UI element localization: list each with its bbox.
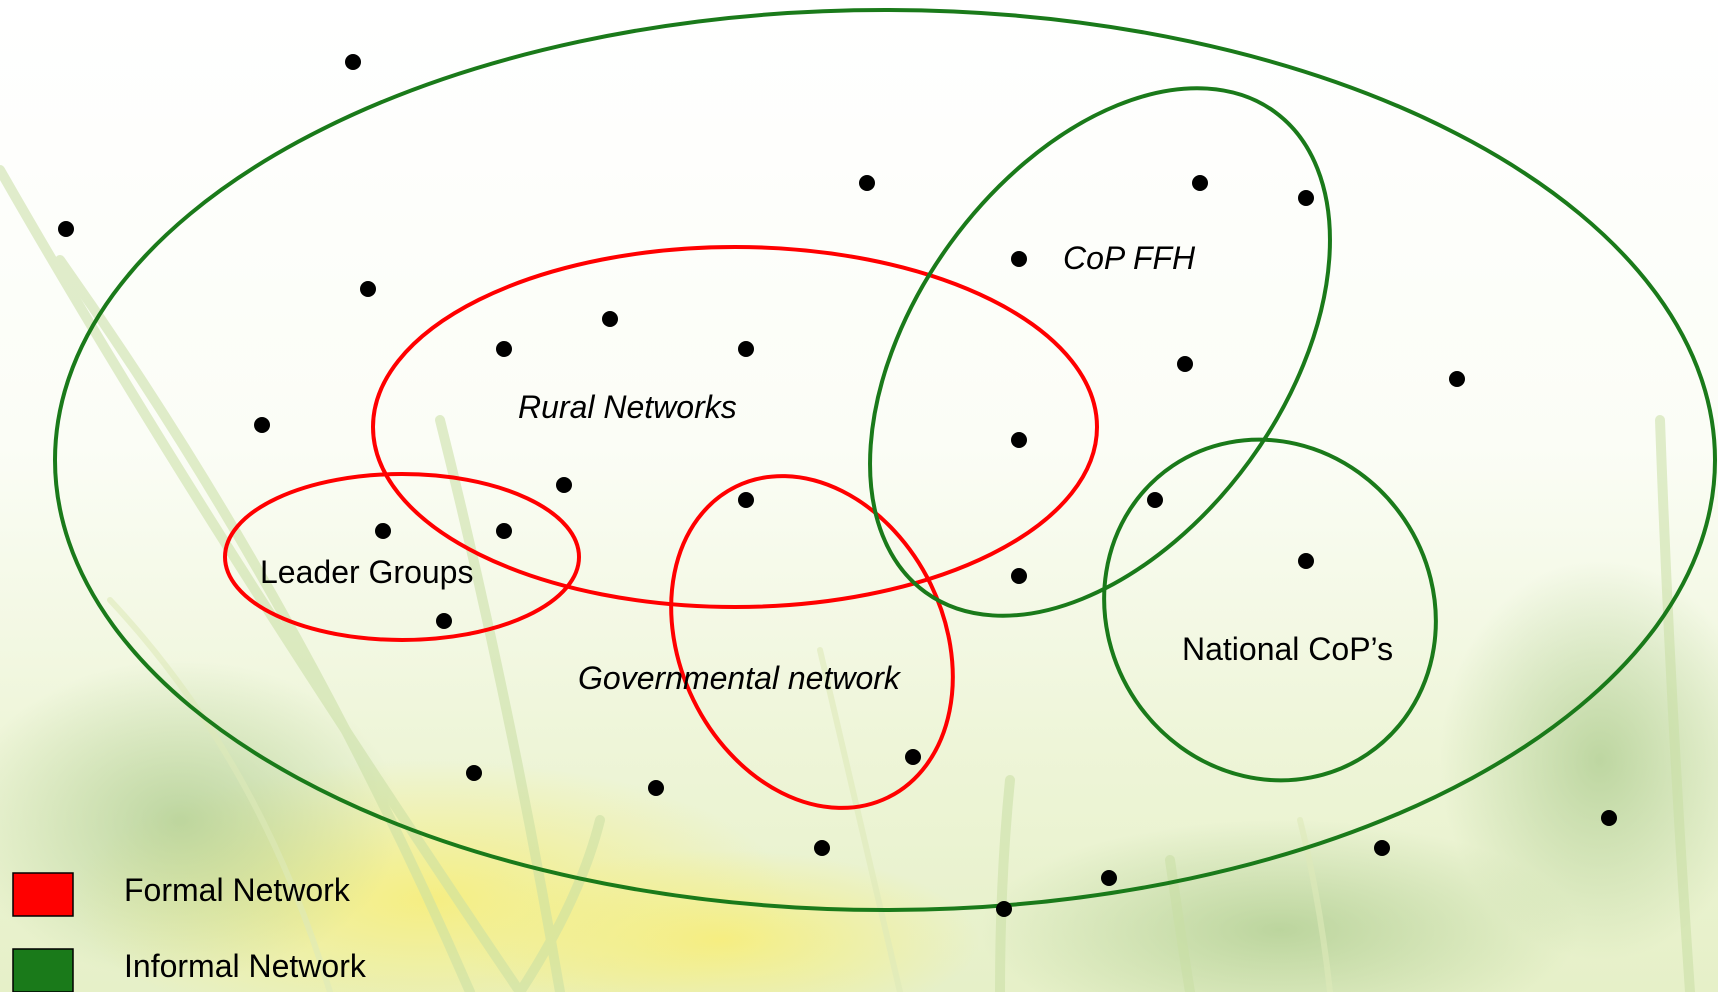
network-node (1601, 810, 1617, 826)
leader-groups-label: Leader Groups (260, 554, 473, 590)
network-node (1298, 553, 1314, 569)
national-cops-ellipse (1102, 437, 1438, 783)
national-cops-label: National CoP’s (1182, 631, 1393, 667)
network-node (738, 341, 754, 357)
network-node (1449, 371, 1465, 387)
network-node (905, 749, 921, 765)
network-node (648, 780, 664, 796)
cop-ffh-ellipse (868, 86, 1332, 618)
network-node (1011, 432, 1027, 448)
network-node (496, 341, 512, 357)
network-nodes (58, 54, 1617, 917)
network-node (1147, 492, 1163, 508)
governmental-network-label: Governmental network (578, 660, 902, 696)
network-node (436, 613, 452, 629)
network-node (1374, 840, 1390, 856)
network-node (466, 765, 482, 781)
network-node (496, 523, 512, 539)
legend: Formal Network Informal Network (12, 872, 367, 992)
leader-groups-ellipse (223, 472, 581, 642)
network-node (814, 840, 830, 856)
network-node (556, 477, 572, 493)
network-node (1101, 870, 1117, 886)
cop-ffh-label: CoP FFH (1063, 240, 1196, 276)
network-node (859, 175, 875, 191)
network-node (996, 901, 1012, 917)
network-node (602, 311, 618, 327)
legend-formal-swatch (12, 872, 74, 917)
network-node (1011, 568, 1027, 584)
network-node (1192, 175, 1208, 191)
network-node (254, 417, 270, 433)
network-node (1011, 251, 1027, 267)
rural-networks-label: Rural Networks (518, 389, 737, 425)
legend-informal-swatch (12, 948, 74, 992)
network-node (360, 281, 376, 297)
legend-informal-label: Informal Network (124, 948, 367, 984)
network-node (58, 221, 74, 237)
network-node (345, 54, 361, 70)
network-node (738, 492, 754, 508)
network-node (1298, 190, 1314, 206)
rural-networks-ellipse (371, 245, 1099, 609)
governmental-network-ellipse (669, 474, 955, 810)
network-node (375, 523, 391, 539)
outer-informal-network-boundary (53, 8, 1717, 912)
network-node (1177, 356, 1193, 372)
legend-formal-label: Formal Network (124, 872, 351, 908)
